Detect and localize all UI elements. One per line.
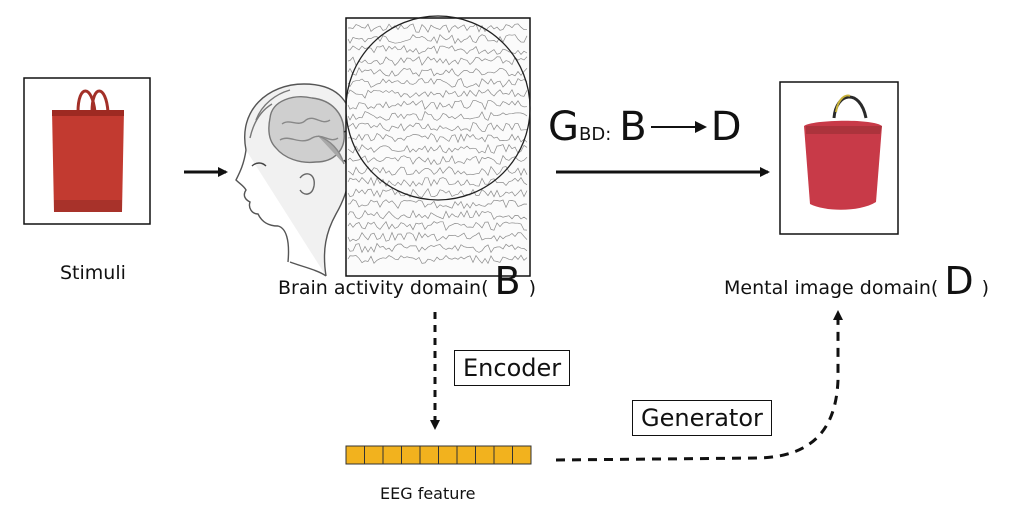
generator-box: Generator (632, 400, 772, 436)
eeg-feature-label: EEG feature (380, 484, 476, 503)
eeg-trace (347, 165, 528, 177)
mental-domain-close: ) (981, 277, 990, 299)
eeg-feature-cell (475, 445, 495, 465)
eeg-trace (347, 56, 528, 67)
eeg-trace (347, 187, 528, 198)
eeg-trace (347, 132, 528, 144)
mapping-from: B (619, 104, 647, 150)
eeg-trace (347, 77, 528, 88)
eeg-trace (347, 176, 528, 188)
eeg-trace (347, 33, 528, 45)
mapping-subscript: BD: (579, 124, 612, 145)
eeg-feature-cell (345, 445, 365, 465)
eeg-feature-cell (401, 445, 421, 465)
mapping-label: G BD: B D (548, 104, 742, 150)
mental-image (779, 81, 899, 235)
stimuli-image (23, 77, 151, 225)
brain-domain-text: Brain activity domain( (278, 277, 489, 299)
mapping-inline-arrow-icon (650, 121, 707, 133)
generator-arrow (555, 310, 843, 462)
eeg-trace (347, 67, 528, 77)
eeg-trace (347, 110, 528, 121)
brain-domain-label: Brain activity domain( B ) (278, 262, 536, 300)
eeg-signal-panel (345, 15, 531, 277)
eeg-trace (347, 242, 528, 254)
eeg-trace (347, 122, 528, 132)
eeg-trace (347, 44, 528, 55)
eeg-trace (347, 23, 528, 34)
mapping-to: D (710, 104, 742, 150)
eeg-feature-cell (419, 445, 439, 465)
eeg-trace (347, 231, 528, 242)
eeg-trace (347, 209, 528, 221)
encoder-box: Encoder (454, 350, 571, 386)
mental-domain-letter: D (944, 259, 974, 303)
mental-domain-label: Mental image domain( D ) (724, 262, 989, 300)
mapping-g: G (548, 104, 579, 150)
eeg-trace (347, 88, 528, 99)
stimuli-label: Stimuli (60, 262, 126, 284)
brain-domain-letter: B (494, 259, 521, 303)
brain-domain-close: ) (528, 277, 536, 299)
eeg-feature-cell (512, 445, 532, 465)
eeg-trace (347, 99, 528, 111)
eeg-feature-cell (456, 445, 476, 465)
eeg-feature-cell (493, 445, 513, 465)
mental-domain-text: Mental image domain( (724, 277, 939, 299)
eeg-trace (347, 143, 528, 154)
eeg-trace (347, 199, 528, 210)
eeg-trace (347, 154, 528, 166)
eeg-feature-cell (382, 445, 402, 465)
eeg-trace (347, 221, 528, 232)
eeg-feature-cell (364, 445, 384, 465)
eeg-feature-cell (438, 445, 458, 465)
eeg-feature-vector (345, 445, 532, 465)
head-illustration (235, 83, 354, 277)
eeg-trace (347, 254, 528, 265)
